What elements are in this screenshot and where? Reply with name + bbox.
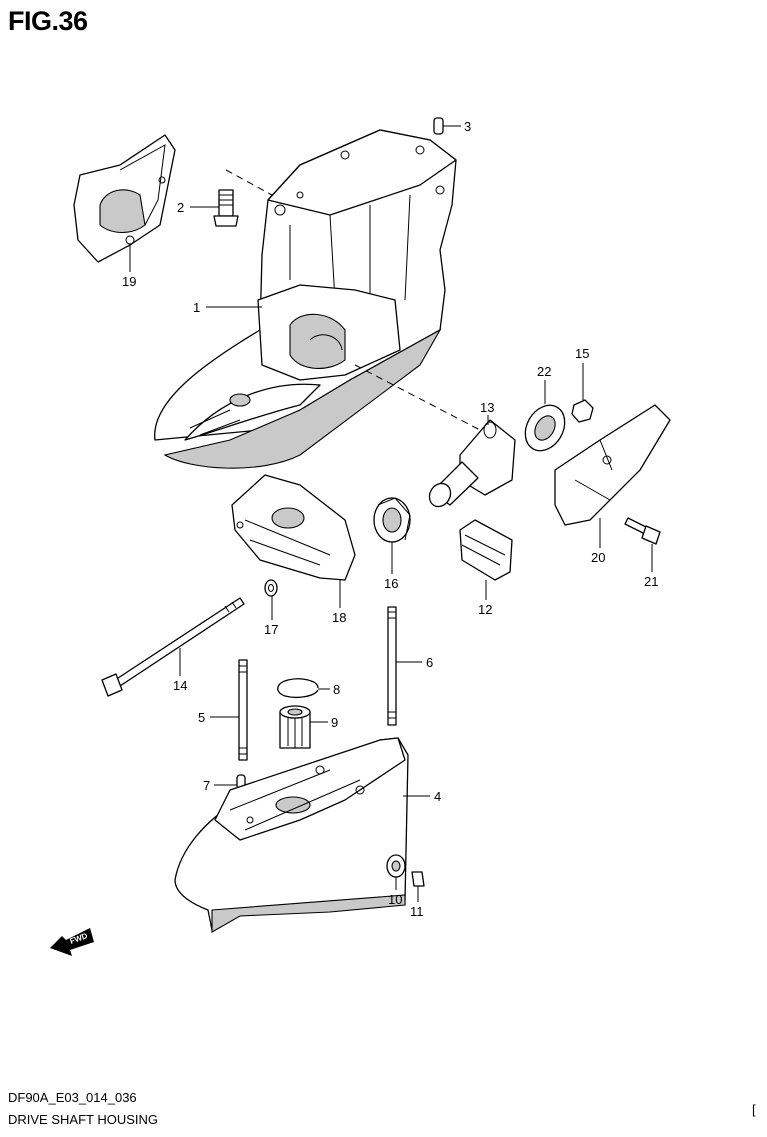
figure-title: FIG.36 xyxy=(8,6,88,36)
figure-code: DF90A_E03_014_036 xyxy=(8,1090,137,1105)
washer-part-17 xyxy=(264,579,278,597)
grommet-part-10 xyxy=(386,854,406,878)
callout-10: 10 xyxy=(388,892,402,907)
bushing-part-16 xyxy=(373,497,411,543)
callout-4: 4 xyxy=(434,789,441,804)
callout-7: 7 xyxy=(203,778,210,793)
bolt-part-2 xyxy=(213,189,239,227)
callout-3: 3 xyxy=(464,119,471,134)
callout-5: 5 xyxy=(198,710,205,725)
callout-2: 2 xyxy=(177,200,184,215)
callout-14: 14 xyxy=(173,678,187,693)
cover-part-19 xyxy=(73,134,176,263)
callout-22: 22 xyxy=(537,364,551,379)
mount-cover-part-20 xyxy=(554,404,671,526)
callout-13: 13 xyxy=(480,400,494,415)
screw-part-11 xyxy=(411,871,425,887)
callout-18: 18 xyxy=(332,610,346,625)
snap-ring-part-8 xyxy=(277,678,319,698)
stud-part-5 xyxy=(238,659,248,761)
rubber-pad-part-12 xyxy=(459,519,513,581)
callout-6: 6 xyxy=(426,655,433,670)
callout-8: 8 xyxy=(333,682,340,697)
callout-12: 12 xyxy=(478,602,492,617)
seal-part-22 xyxy=(524,404,566,452)
mount-bracket-part-18 xyxy=(231,474,356,581)
callout-20: 20 xyxy=(591,550,605,565)
nut-part-15 xyxy=(571,399,594,423)
bolt-part-21 xyxy=(624,517,661,545)
callout-19: 19 xyxy=(122,274,136,289)
corner-mark: [ xyxy=(752,1102,756,1117)
leader-lines xyxy=(129,125,653,902)
drive-shaft-housing-part-1 xyxy=(154,129,457,469)
figure-caption: DRIVE SHAFT HOUSING xyxy=(8,1112,159,1127)
stud-part-6 xyxy=(387,606,397,726)
callout-9: 9 xyxy=(331,715,338,730)
dowel-pin-part-3 xyxy=(433,117,444,135)
mount-bushing-part-13 xyxy=(428,419,516,508)
long-bolt-part-14 xyxy=(101,597,245,697)
callout-21: 21 xyxy=(644,574,658,589)
callout-numbers: 1 2 3 4 5 6 7 8 9 10 11 12 13 14 15 16 1… xyxy=(122,119,658,919)
callout-1: 1 xyxy=(193,300,200,315)
callout-16: 16 xyxy=(384,576,398,591)
drive-shaft-housing-part-4 xyxy=(174,737,409,933)
sleeve-part-9 xyxy=(279,705,311,749)
callout-15: 15 xyxy=(575,346,589,361)
forward-direction-arrow-icon: FWD xyxy=(50,928,94,956)
callout-17: 17 xyxy=(264,622,278,637)
callout-11: 11 xyxy=(410,904,424,919)
